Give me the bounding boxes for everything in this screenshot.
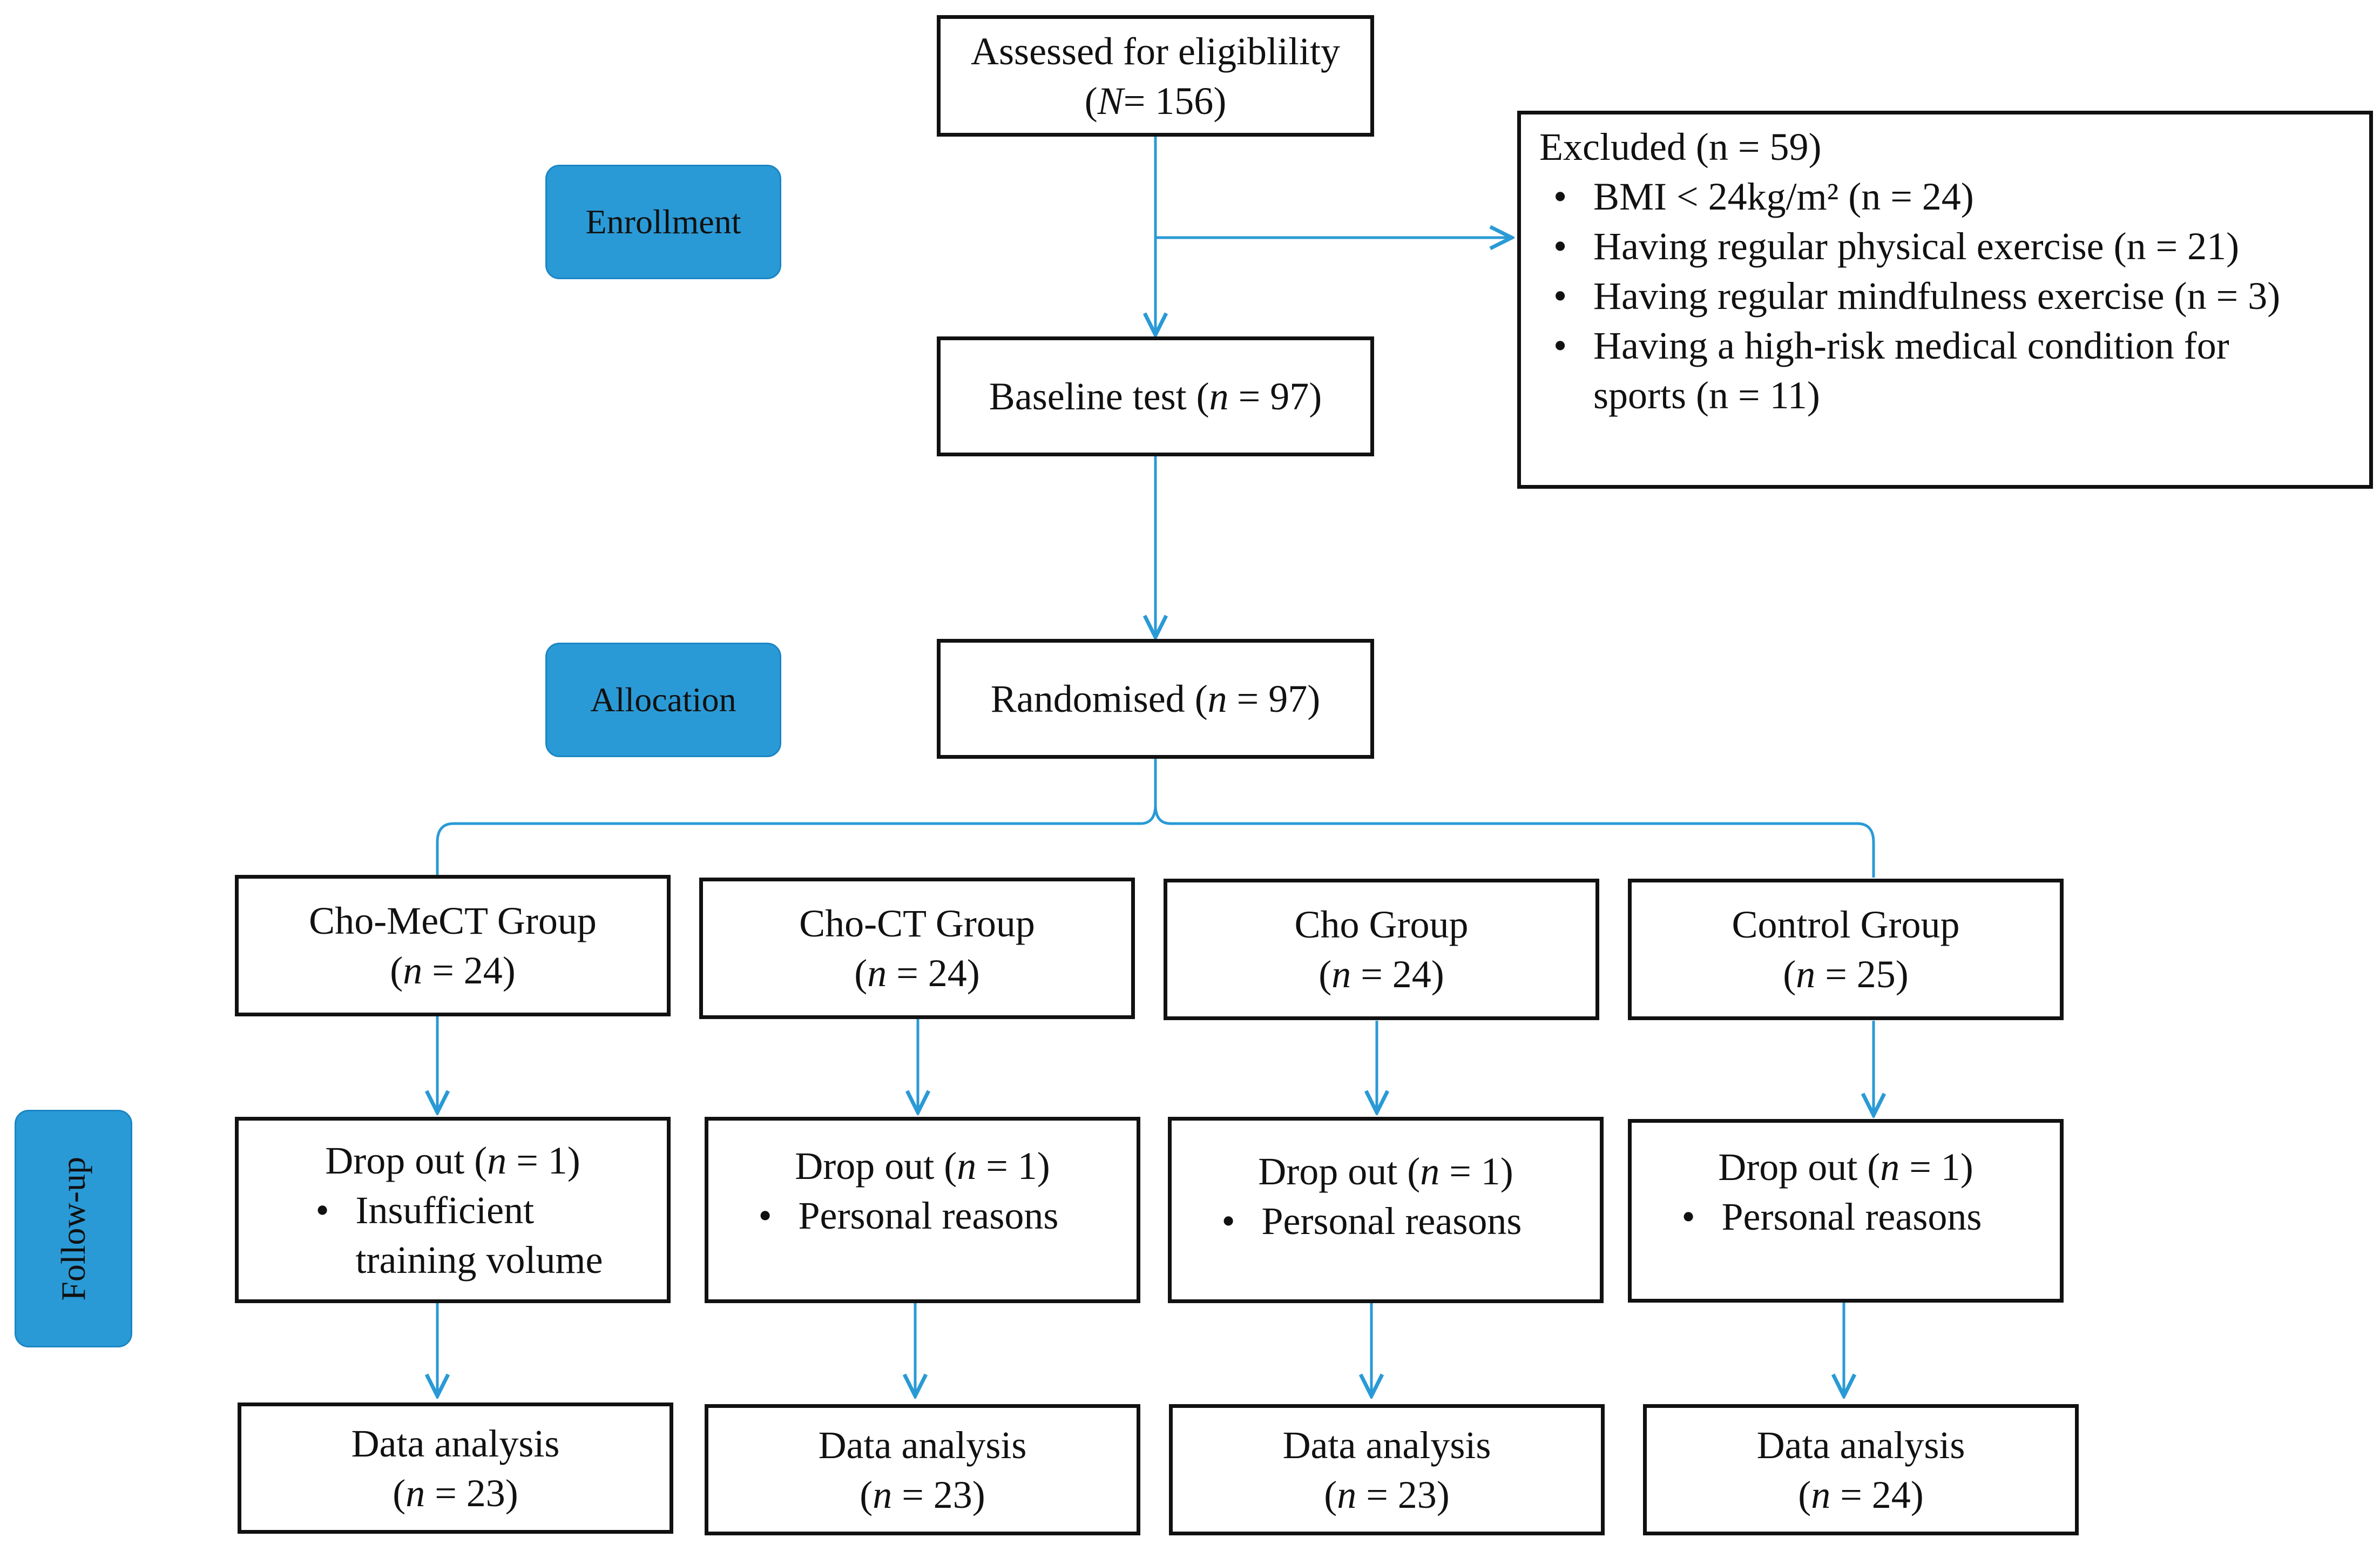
excluded-item: Having regular physical exercise (n = 21… bbox=[1539, 221, 2360, 271]
analysis-label: Data analysis bbox=[351, 1421, 560, 1465]
dropout-reason: Personal reasons bbox=[1208, 1196, 1564, 1246]
allocation-brace bbox=[436, 759, 1875, 878]
group-count: (n = 24) bbox=[854, 952, 980, 995]
analysis-box-cho-ct: Data analysis (n = 23) bbox=[705, 1404, 1140, 1535]
dropout-reason: Personal reasons bbox=[745, 1191, 1101, 1240]
stage-enrollment-label: Enrollment bbox=[585, 203, 741, 241]
stage-allocation-label: Allocation bbox=[590, 680, 736, 719]
excluded-title: Excluded (n = 59) bbox=[1539, 125, 1822, 168]
group-count: (n = 25) bbox=[1783, 953, 1909, 996]
analysis-box-cho-mect: Data analysis (n = 23) bbox=[238, 1403, 673, 1534]
dropout-reasons: Insufficient training volume bbox=[302, 1185, 604, 1285]
dropout-box-cho-mect: Drop out (n = 1) Insufficient training v… bbox=[235, 1117, 671, 1303]
excluded-box: Excluded (n = 59) BMI < 24kg/m² (n = 24)… bbox=[1517, 111, 2373, 489]
analysis-label: Data analysis bbox=[818, 1423, 1027, 1467]
randomised-box: Randomised (n = 97) bbox=[937, 639, 1374, 759]
stage-followup: Follow-up bbox=[15, 1110, 132, 1347]
group-name: Control Group bbox=[1732, 903, 1960, 946]
dropout-reasons: Personal reasons bbox=[745, 1191, 1101, 1240]
excluded-item: Having a high-risk medical condition for… bbox=[1539, 321, 2306, 420]
dropout-reason: Personal reasons bbox=[1668, 1192, 2024, 1242]
assessed-line1: Assessed for eligiblility bbox=[971, 29, 1340, 73]
analysis-count: (n = 23) bbox=[860, 1473, 985, 1516]
group-count: (n = 24) bbox=[390, 949, 516, 992]
analysis-label: Data analysis bbox=[1282, 1423, 1491, 1467]
group-name: Cho Group bbox=[1294, 903, 1469, 946]
stage-enrollment: Enrollment bbox=[545, 165, 781, 279]
group-name: Cho-CT Group bbox=[799, 902, 1035, 945]
excluded-item: BMI < 24kg/m² (n = 24) bbox=[1539, 172, 2360, 221]
dropout-box-control: Drop out (n = 1) Personal reasons bbox=[1628, 1119, 2064, 1303]
analysis-box-cho: Data analysis (n = 23) bbox=[1169, 1404, 1605, 1535]
group-box-cho-ct: Cho-CT Group (n = 24) bbox=[699, 878, 1135, 1019]
analysis-count: (n = 23) bbox=[393, 1471, 518, 1515]
assessed-box: Assessed for eligiblility (N= 156) bbox=[937, 15, 1374, 137]
group-count: (n = 24) bbox=[1319, 953, 1444, 996]
randomised-count: Randomised (n = 97) bbox=[990, 677, 1321, 720]
dropout-count: Drop out (n = 1) bbox=[1258, 1150, 1513, 1193]
analysis-label: Data analysis bbox=[1756, 1423, 1965, 1467]
dropout-count: Drop out (n = 1) bbox=[325, 1138, 580, 1182]
group-box-control: Control Group (n = 25) bbox=[1628, 879, 2064, 1020]
analysis-box-control: Data analysis (n = 24) bbox=[1643, 1404, 2079, 1535]
dropout-count: Drop out (n = 1) bbox=[795, 1144, 1050, 1188]
analysis-count: (n = 24) bbox=[1798, 1473, 1924, 1516]
dropout-reason: Insufficient training volume bbox=[302, 1185, 604, 1285]
stage-allocation: Allocation bbox=[545, 643, 781, 757]
baseline-count: Baseline test (n = 97) bbox=[989, 375, 1322, 418]
analysis-count: (n = 23) bbox=[1324, 1473, 1450, 1516]
group-name: Cho-MeCT Group bbox=[309, 899, 597, 942]
excluded-list: BMI < 24kg/m² (n = 24) Having regular ph… bbox=[1539, 172, 2360, 420]
excluded-item: Having regular mindfulness exercise (n =… bbox=[1539, 271, 2360, 321]
stage-followup-label: Follow-up bbox=[54, 1156, 92, 1301]
baseline-box: Baseline test (n = 97) bbox=[937, 336, 1374, 456]
group-box-cho: Cho Group (n = 24) bbox=[1164, 879, 1599, 1020]
dropout-reasons: Personal reasons bbox=[1668, 1192, 2024, 1242]
assessed-count: (N= 156) bbox=[1084, 79, 1227, 123]
dropout-box-cho-ct: Drop out (n = 1) Personal reasons bbox=[705, 1117, 1140, 1303]
group-box-cho-mect: Cho-MeCT Group (n = 24) bbox=[235, 875, 671, 1016]
dropout-reasons: Personal reasons bbox=[1208, 1196, 1564, 1246]
dropout-count: Drop out (n = 1) bbox=[1718, 1145, 1973, 1189]
dropout-box-cho: Drop out (n = 1) Personal reasons bbox=[1168, 1117, 1604, 1303]
